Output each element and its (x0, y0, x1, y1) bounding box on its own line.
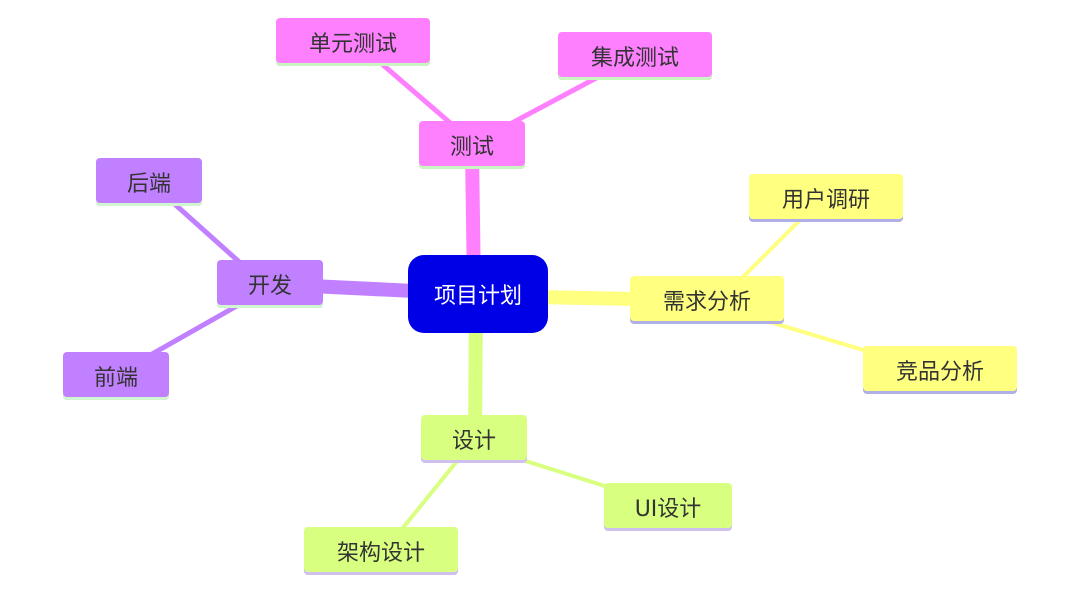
leaf-node-user-research[interactable]: 用户调研 (749, 174, 903, 222)
leaf-node-label: UI设计 (634, 497, 702, 522)
leaf-node-backend[interactable]: 后端 (96, 158, 202, 206)
leaf-node-integration-testing[interactable]: 集成测试 (558, 32, 712, 80)
leaf-node-unit-testing[interactable]: 单元测试 (276, 18, 430, 66)
branch-node-testing[interactable]: 测试 (419, 121, 525, 169)
leaf-node-frontend[interactable]: 前端 (63, 352, 169, 400)
branch-node-label: 需求分析 (662, 290, 751, 315)
branch-node-label: 开发 (247, 274, 292, 299)
leaf-node-competitor-analysis[interactable]: 竞品分析 (863, 346, 1017, 394)
branch-node-requirements[interactable]: 需求分析 (630, 276, 784, 324)
leaf-node-architecture-design[interactable]: 架构设计 (304, 527, 458, 575)
leaf-node-label: 用户调研 (781, 188, 870, 213)
branch-node-design[interactable]: 设计 (421, 415, 527, 463)
leaf-node-label: 单元测试 (308, 32, 397, 57)
branch-node-development[interactable]: 开发 (217, 260, 323, 308)
root-node-project-plan[interactable]: 项目计划 (408, 255, 548, 333)
leaf-node-label: 集成测试 (590, 46, 679, 71)
leaf-node-ui-design[interactable]: UI设计 (604, 483, 732, 531)
branch-node-label: 设计 (451, 429, 496, 454)
leaf-node-label: 后端 (126, 172, 171, 197)
leaf-node-label: 竞品分析 (895, 360, 984, 385)
branch-node-label: 测试 (449, 135, 494, 160)
leaf-node-label: 架构设计 (336, 541, 425, 566)
leaf-node-label: 前端 (93, 366, 138, 391)
root-node-label: 项目计划 (433, 284, 522, 309)
